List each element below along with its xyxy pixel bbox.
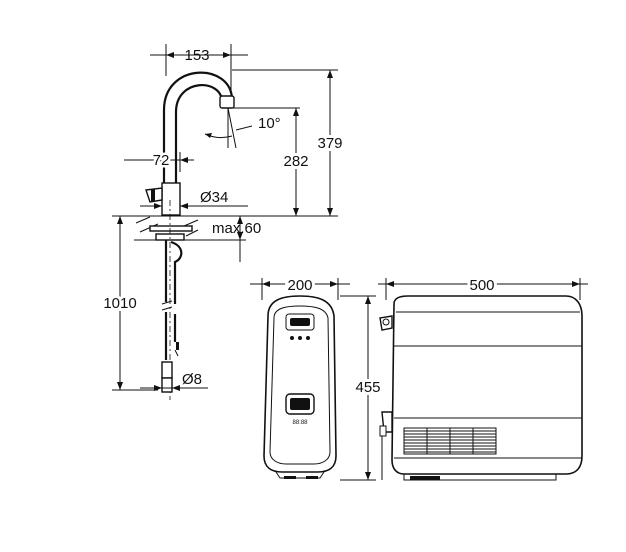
faucet-drawing: 153 379 282 10° 72 <box>100 44 346 400</box>
chiller-side-drawing: 500 <box>378 274 588 481</box>
display-label: 88:88 <box>292 420 308 426</box>
dim-153-label: 153 <box>184 47 209 64</box>
dim-500-label: 500 <box>469 277 494 294</box>
dim-angle-label: 10° <box>258 115 281 132</box>
dim-72-label: 72 <box>153 152 170 169</box>
chiller-front-drawing: 200 88:88 <box>250 274 350 479</box>
dim-282-label: 282 <box>283 153 308 170</box>
dim-455: 455 <box>340 295 384 481</box>
dim-hose-diameter-label: Ø8 <box>182 371 202 388</box>
dim-1010-label: 1010 <box>103 295 136 312</box>
dim-200-label: 200 <box>287 277 312 294</box>
dim-455-label: 455 <box>355 379 380 396</box>
dim-379-label: 379 <box>317 135 342 152</box>
dim-diameter-base-label: Ø34 <box>200 189 228 206</box>
dim-max-mount-label: max.60 <box>212 220 261 237</box>
